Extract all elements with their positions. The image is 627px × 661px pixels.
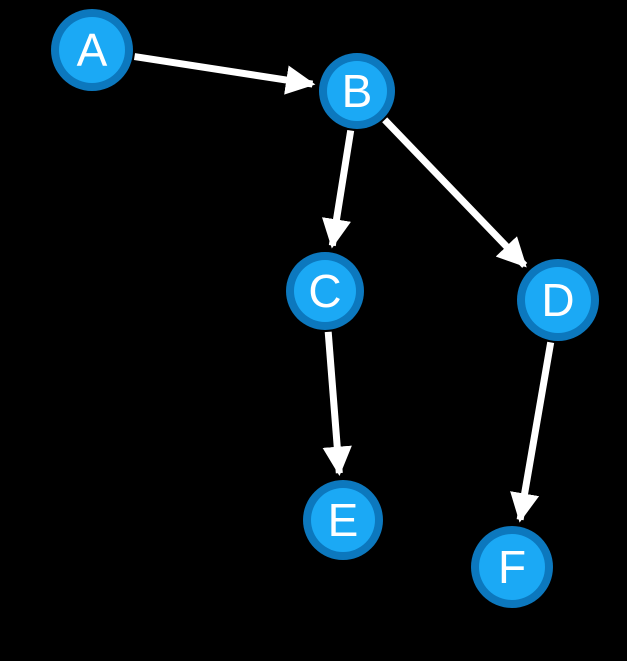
graph-node-a[interactable]: A: [51, 9, 133, 91]
node-body: [327, 61, 387, 121]
graph-node-f[interactable]: F: [471, 526, 553, 608]
node-body: [525, 267, 591, 333]
node-body: [294, 260, 356, 322]
node-body: [311, 488, 375, 552]
edge-d-f: [510, 341, 555, 523]
node-body: [479, 534, 545, 600]
edge-a-b: [133, 53, 316, 95]
node-body: [59, 17, 125, 83]
edge-b-c: [321, 129, 355, 249]
edge-c-e: [322, 331, 352, 477]
graph-node-b[interactable]: B: [319, 53, 395, 129]
graph-node-d[interactable]: D: [517, 259, 599, 341]
edge-b-d: [382, 117, 528, 268]
graph-node-c[interactable]: C: [286, 252, 364, 330]
graph-node-e[interactable]: E: [303, 480, 383, 560]
